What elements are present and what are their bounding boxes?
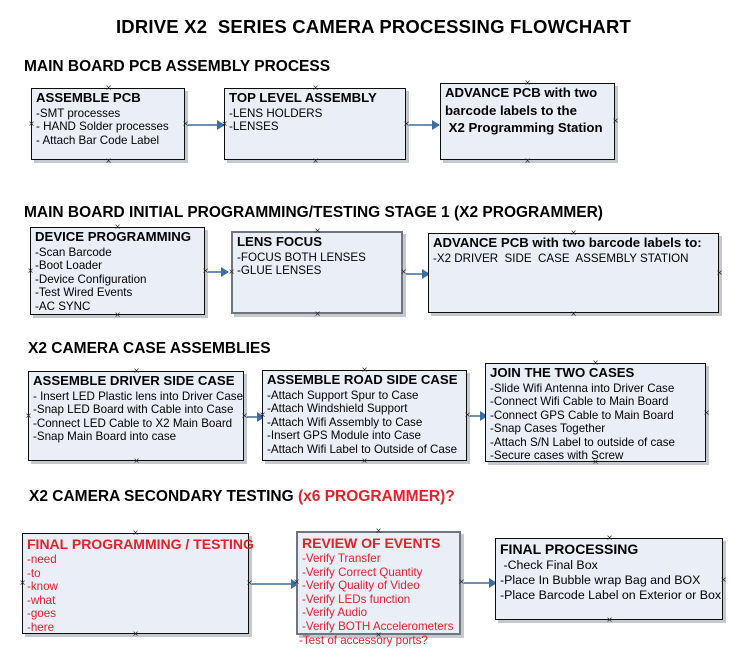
- connector-arrow: [406, 269, 430, 279]
- flow-box-line: -goes: [27, 607, 57, 621]
- flow-box-title: FINAL PROCESSING: [500, 541, 639, 557]
- connector-arrow: [208, 267, 229, 277]
- flow-box-line: -Verify Quality of Video: [302, 579, 420, 593]
- flow-box-assemble-driver-side-case[interactable]: ASSEMBLE DRIVER SIDE CASE - Insert LED P…: [28, 371, 244, 461]
- flow-box-device-programming[interactable]: DEVICE PROGRAMMING -Scan Barcode -Boot L…: [30, 227, 205, 315]
- flow-box-lens-focus[interactable]: LENS FOCUS -FOCUS BOTH LENSES -GLUE LENS…: [231, 231, 403, 314]
- flow-box-line: -Attach Wifi Assembly to Case: [267, 415, 423, 429]
- flow-box-line: -Insert GPS Module into Case: [267, 429, 422, 443]
- connector-arrow: [252, 579, 299, 589]
- flow-box-line: -Secure cases with Screw: [490, 449, 624, 463]
- flow-box-line: -Boot Loader: [35, 259, 103, 273]
- flow-box-title: LENS FOCUS: [237, 234, 322, 249]
- arrow-head-icon: [422, 269, 430, 279]
- arrow-head-icon: [257, 412, 265, 422]
- arrow-head-icon: [217, 120, 225, 130]
- flow-box-line: -GLUE LENSES: [237, 264, 322, 278]
- flow-box-line: -Attach S/N Label to outside of case: [490, 435, 675, 449]
- flow-box-title: ASSEMBLE ROAD SIDE CASE: [267, 372, 458, 387]
- connector-arrow: [247, 412, 265, 422]
- flow-box-title: ADVANCE PCB with two barcode labels to:: [433, 235, 702, 250]
- flow-box-line: - HAND Solder processes: [36, 120, 169, 134]
- flow-box-title: FINAL PROGRAMMING / TESTING: [27, 536, 254, 552]
- flow-box-line: -Verify Transfer: [302, 552, 381, 565]
- flow-box-title: DEVICE PROGRAMMING: [35, 229, 192, 244]
- flow-box-title: REVIEW OF EVENTS: [302, 535, 441, 551]
- flow-box-assemble-road-side-case[interactable]: ASSEMBLE ROAD SIDE CASE -Attach Support …: [262, 370, 467, 461]
- flow-box-line: -Verify LEDs function: [302, 592, 411, 606]
- flow-box-line: -LENSES: [229, 120, 279, 134]
- flow-box-line: -Verify BOTH Accelerometers: [302, 619, 454, 633]
- flow-box-line: -Verify Audio: [302, 606, 368, 620]
- flow-box-line: -Attach Windshield Support: [267, 402, 408, 416]
- flow-box-line: -SMT processes: [36, 106, 121, 120]
- connector-arrow: [470, 411, 488, 421]
- arrow-head-icon: [432, 120, 440, 130]
- page-title: IDRIVE X2 SERIES CAMERA PROCESSING FLOWC…: [115, 16, 632, 37]
- flow-box-title: JOIN THE TWO CASES: [490, 365, 635, 380]
- flow-box-line: -Place Barcode Label on Exterior or Box: [500, 588, 722, 603]
- flow-box-line: -Check Final Box: [500, 558, 598, 572]
- flow-box-line: -LENS HOLDERS: [229, 106, 323, 120]
- flow-box-join-the-two-cases[interactable]: JOIN THE TWO CASES -Slide Wifi Antenna i…: [485, 363, 706, 462]
- connector-arrow: [188, 120, 225, 130]
- flow-box-top-level-assembly[interactable]: TOP LEVEL ASSEMBLY -LENS HOLDERS -LENSES: [224, 88, 406, 160]
- flow-box-line: -Connect Wifi Cable to Main Board: [490, 395, 669, 409]
- flow-box-line: -Verify Correct Quantity: [302, 565, 423, 579]
- flow-box-line: -Attach Support Spur to Case: [267, 388, 419, 402]
- flow-box-final-processing[interactable]: FINAL PROCESSING -Check Final Box -Place…: [495, 538, 723, 620]
- flow-box-line: barcode labels to the: [445, 102, 577, 118]
- section-heading-main-board-pcb-assembly-process: MAIN BOARD PCB ASSEMBLY PROCESS: [24, 58, 331, 75]
- flow-box-line: -know: [27, 580, 58, 594]
- flow-box-advance-pcb-to-x2-programming-station[interactable]: ADVANCE PCB with two barcode labels to t…: [440, 83, 615, 160]
- flow-box-review-of-events[interactable]: REVIEW OF EVENTS -Verify Transfer -Verif…: [296, 531, 461, 635]
- flow-box-line: -Place In Bubble wrap Bag and BOX: [500, 573, 701, 588]
- flow-box-line: -what: [27, 593, 56, 607]
- arrow-head-icon: [291, 579, 299, 589]
- arrow-head-icon: [489, 578, 497, 588]
- flow-box-line: X2 Programming Station: [445, 120, 603, 135]
- flow-box-line: -Connect GPS Cable to Main Board: [490, 408, 674, 422]
- flow-box-advance-pcb-to-driver-side-case-assembly[interactable]: ADVANCE PCB with two barcode labels to: …: [428, 233, 719, 313]
- flow-box-line: -Snap LED Board with Cable into Case: [33, 403, 234, 417]
- flow-box-line: - Attach Bar Code Label: [36, 133, 160, 147]
- flow-box-line: -Test Wired Events: [35, 286, 133, 300]
- flow-box-final-programming-testing[interactable]: FINAL PROGRAMMING / TESTING -need -to -k…: [22, 533, 254, 634]
- section-heading-main-board-initial-programming: MAIN BOARD INITIAL PROGRAMMING/TESTING S…: [24, 204, 603, 221]
- flow-box-line: -Connect LED Cable to X2 Main Board: [33, 416, 233, 430]
- flow-box-line: -FOCUS BOTH LENSES: [237, 250, 366, 264]
- flow-box-title: ASSEMBLE PCB: [36, 90, 141, 105]
- flow-box-line: -X2 DRIVER SIDE CASE ASSEMBLY STATION: [433, 251, 689, 265]
- flow-box-line: -need: [27, 553, 57, 566]
- flow-box-title: ASSEMBLE DRIVER SIDE CASE: [33, 373, 235, 388]
- arrow-head-icon: [221, 267, 229, 277]
- flow-box-line: -here: [27, 620, 55, 634]
- flow-box-assemble-pcb[interactable]: ASSEMBLE PCB -SMT processes - HAND Solde…: [31, 88, 185, 160]
- flow-box-line: -Snap Main Board into case: [33, 430, 177, 444]
- flow-box-title: ADVANCE PCB with two: [445, 85, 598, 100]
- flow-box-line: - Insert LED Plastic lens into Driver Ca…: [33, 389, 244, 403]
- connector-arrow: [464, 578, 497, 588]
- flow-box-line: -to: [27, 566, 41, 580]
- flow-box-line: -Attach Wifi Label to Outside of Case: [267, 442, 458, 456]
- flow-box-line: -Scan Barcode: [35, 245, 112, 259]
- connector-arrow: [409, 120, 440, 130]
- flow-box-line: -Slide Wifi Antenna into Driver Case: [490, 381, 675, 395]
- arrow-head-icon: [480, 411, 488, 421]
- flow-box-line: -Snap Cases Together: [490, 422, 606, 436]
- flow-box-line: -AC SYNC: [35, 299, 91, 313]
- section-heading-x2-camera-case-assemblies: X2 CAMERA CASE ASSEMBLIES: [28, 340, 271, 357]
- section-heading-text: X2 CAMERA SECONDARY TESTING: [29, 488, 298, 505]
- section-heading-x2-camera-secondary-testing: X2 CAMERA SECONDARY TESTING (x6 PROGRAMM…: [29, 488, 455, 506]
- flow-box-line: -Device Configuration: [35, 272, 147, 286]
- flow-box-overflow-line: -Test of accessory ports?: [299, 634, 428, 647]
- flow-box-title: TOP LEVEL ASSEMBLY: [229, 90, 377, 105]
- section-heading-accent: (x6 PROGRAMMER)?: [298, 488, 455, 505]
